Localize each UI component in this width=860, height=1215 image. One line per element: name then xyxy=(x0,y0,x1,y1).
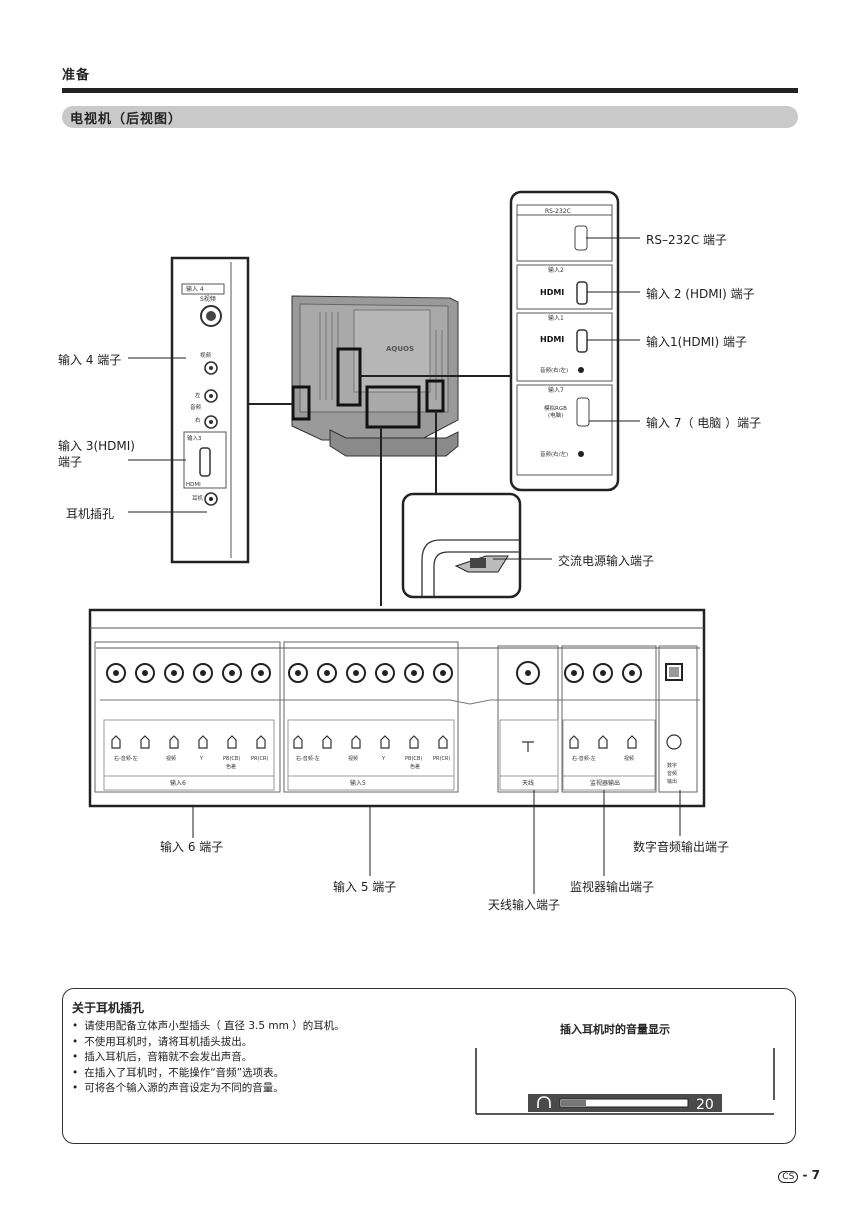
headphone-note-box xyxy=(62,988,796,1144)
callout-input3: 输入 3(HDMI) 端子 xyxy=(58,439,135,469)
callout-input5: 输入 5 端子 xyxy=(333,880,397,894)
left-terminal-panel: 输入 4 S视频 视频 左 音频 右 输入3 HDMI 耳机 xyxy=(170,256,250,564)
volume-display: 20 xyxy=(475,1048,775,1115)
list-item: 在插入了耳机时，不能操作“音频”选项表。 xyxy=(72,1066,345,1082)
aquos-logo: AQUOS xyxy=(386,345,414,353)
svg-text:视频: 视频 xyxy=(348,755,358,762)
svg-text:HDMI: HDMI xyxy=(540,335,564,344)
ac-inlet-zoom xyxy=(401,492,522,599)
callout-input7: 输入 7（ 电脑 ）端子 xyxy=(646,416,762,430)
callout-input4: 输入 4 端子 xyxy=(58,353,122,367)
svg-text:PB(CB): PB(CB) xyxy=(405,756,422,762)
svg-text:音频: 音频 xyxy=(667,770,677,777)
svg-text:右: 右 xyxy=(195,416,201,424)
svg-text:输入1: 输入1 xyxy=(548,314,564,322)
subtitle-bar xyxy=(62,106,798,128)
svg-text:输出: 输出 xyxy=(667,778,677,785)
note-title: 关于耳机插孔 xyxy=(72,1001,145,1015)
callout-input6: 输入 6 端子 xyxy=(160,840,224,854)
svg-text:输入3: 输入3 xyxy=(187,434,202,442)
svg-text:右-音频-左: 右-音频-左 xyxy=(296,755,320,762)
svg-text:音频(右/左): 音频(右/左) xyxy=(540,366,568,374)
svg-text:视频: 视频 xyxy=(200,351,212,359)
svg-text:S视频: S视频 xyxy=(200,295,216,303)
callout-digital-out: 数字音频输出端子 xyxy=(633,840,730,854)
svg-text:(电脑): (电脑) xyxy=(548,411,563,419)
bottom-terminal-strip: 右-音频-左 视频 Y PB(CB) 色差 PR(CR) 右-音频-左 视频 Y… xyxy=(88,608,706,808)
right-terminal-panel: RS-232C 输入2 HDMI 输入1 HDMI 音频(右/左) 输入7 模拟… xyxy=(509,190,620,492)
callout-ac: 交流电源输入端子 xyxy=(558,554,655,568)
monitor-out-tag: 监视器输出 xyxy=(590,779,620,787)
svg-text:音频: 音频 xyxy=(190,403,202,411)
svg-text:色差: 色差 xyxy=(410,763,420,770)
list-item: 插入耳机后，音箱就不会发出声音。 xyxy=(72,1050,345,1066)
antenna-tag: 天线 xyxy=(522,779,534,787)
svg-text:输入7: 输入7 xyxy=(548,386,564,394)
header-rule xyxy=(62,88,798,93)
connector-lines xyxy=(248,375,511,606)
svg-text:PR(CR): PR(CR) xyxy=(251,756,268,762)
svg-text:色差: 色差 xyxy=(226,763,236,770)
svg-text:输入 4: 输入 4 xyxy=(186,285,204,293)
svg-text:视频: 视频 xyxy=(624,755,634,762)
list-item: 请使用配备立体声小型插头（ 直径 3.5 mm ）的耳机。 xyxy=(72,1019,345,1035)
rs232c-tag: RS-232C xyxy=(545,208,571,215)
subtitle: 电视机（后视图） xyxy=(70,112,183,127)
svg-text:Y: Y xyxy=(199,756,204,762)
callout-rs232c: RS–232C 端子 xyxy=(646,233,728,247)
callout-headphone: 耳机插孔 xyxy=(66,507,115,521)
svg-text:HDMI: HDMI xyxy=(540,288,564,297)
svg-text:左: 左 xyxy=(195,391,201,399)
list-item: 可将各个输入源的声音设定为不同的音量。 xyxy=(72,1081,345,1097)
svg-text:PR(CR): PR(CR) xyxy=(433,756,450,762)
callout-lines xyxy=(128,237,681,894)
callout-monitor-out: 监视器输出端子 xyxy=(570,880,655,894)
volume-display-title: 插入耳机时的音量显示 xyxy=(560,1023,670,1036)
callout-input1: 输入1(HDMI) 端子 xyxy=(646,335,747,349)
input6-tag: 输入6 xyxy=(170,779,186,787)
callout-antenna: 天线输入端子 xyxy=(488,898,561,912)
page-number: CS - 7 xyxy=(778,1168,820,1183)
callout-input2: 输入 2 (HDMI) 端子 xyxy=(646,287,755,301)
page-label: - 7 xyxy=(802,1168,820,1182)
svg-text:数字: 数字 xyxy=(667,762,677,769)
rear-view-diagram: RS-232C 输入2 HDMI 输入1 HDMI 音频(右/左) 输入7 模拟… xyxy=(88,190,706,894)
svg-text:视频: 视频 xyxy=(166,755,176,762)
svg-text:耳机: 耳机 xyxy=(192,494,204,502)
input5-tag: 输入5 xyxy=(350,779,366,787)
svg-text:音频(右/左): 音频(右/左) xyxy=(540,450,568,458)
svg-text:HDMI: HDMI xyxy=(186,482,201,488)
volume-value: 20 xyxy=(696,1097,714,1113)
svg-text:输入2: 输入2 xyxy=(548,266,564,274)
section-title: 准备 xyxy=(62,68,91,83)
svg-text:模拟RGB: 模拟RGB xyxy=(544,404,567,412)
note-bullets: 请使用配备立体声小型插头（ 直径 3.5 mm ）的耳机。 不使用耳机时，请将耳… xyxy=(72,1019,345,1097)
volume-fill xyxy=(561,1100,586,1106)
svg-text:PB(CB): PB(CB) xyxy=(223,756,240,762)
svg-text:右-音频-左: 右-音频-左 xyxy=(572,755,596,762)
list-item: 不使用耳机时，请将耳机插头拔出。 xyxy=(72,1035,345,1051)
headphone-icon xyxy=(537,1096,551,1108)
svg-text:Y: Y xyxy=(381,756,386,762)
svg-text:右-音频-左: 右-音频-左 xyxy=(114,755,138,762)
tv-rear-body: AQUOS xyxy=(291,295,459,457)
cs-mark: CS xyxy=(778,1171,799,1183)
